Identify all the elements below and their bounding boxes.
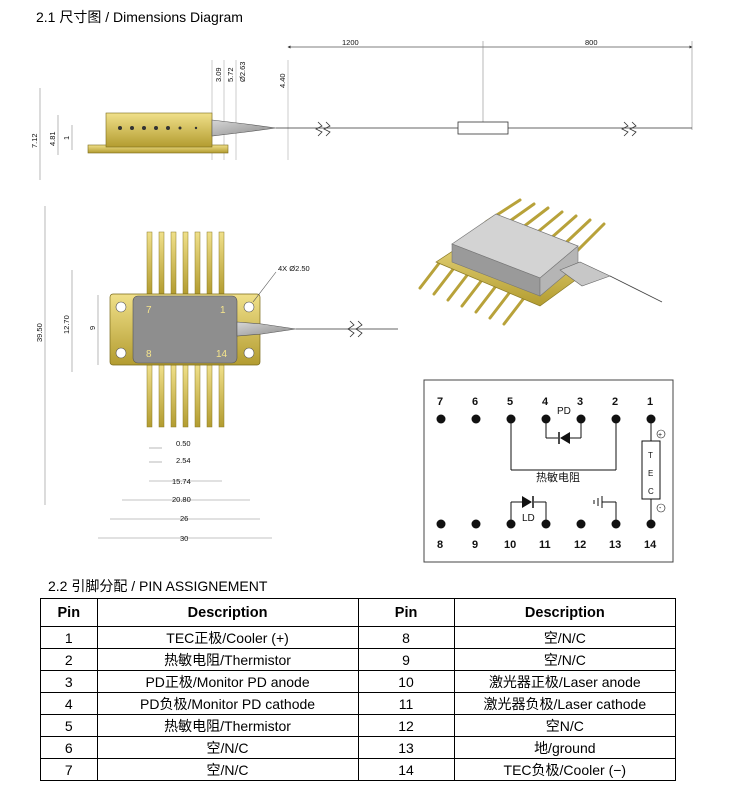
schematic-bottom-pin-13: 13	[609, 539, 621, 551]
table-cell: 3	[40, 670, 98, 693]
table-cell: 11	[357, 692, 455, 715]
table-cell: 13	[357, 736, 455, 759]
fiber-length-800: 800	[585, 38, 598, 47]
schematic-bottom-pin-10: 10	[504, 539, 516, 551]
table-cell: 10	[357, 670, 455, 693]
table-cell: 空/N/C	[453, 648, 677, 671]
header-pin-right: Pin	[357, 598, 455, 627]
dim-9: 9	[88, 326, 97, 330]
top-view-pin-7: 7	[146, 305, 152, 316]
dim-7-12: 7.12	[30, 133, 39, 148]
pin-assignment-heading: 2.2 引脚分配 / PIN ASSIGNEMENT	[48, 578, 268, 594]
tec-plus: +	[658, 432, 662, 439]
table-row: 5 热敏电阻/Thermistor 12 空N/C	[40, 714, 677, 737]
dim-4-40: 4.40	[278, 73, 287, 88]
pin-assignment-table: Pin Description Pin Description 1 TEC正极/…	[40, 598, 677, 781]
header-pin-left: Pin	[40, 598, 98, 627]
table-cell: PD正极/Monitor PD anode	[96, 670, 359, 693]
top-view-drawing: 39.50 12.70 9 7 1 8 14	[35, 206, 398, 543]
table-cell: 地/ground	[453, 736, 677, 759]
table-header-row: Pin Description Pin Description	[40, 598, 677, 627]
schematic-top-pin-5: 5	[507, 396, 513, 408]
table-row: 3 PD正极/Monitor PD anode 10 激光器正极/Laser a…	[40, 670, 677, 693]
schematic-top-pin-4: 4	[542, 396, 549, 408]
table-row: 1 TEC正极/Cooler (+) 8 空/N/C	[40, 626, 677, 649]
table-cell: 8	[357, 626, 455, 649]
schematic-top-pin-7: 7	[437, 396, 443, 408]
table-cell: 激光器正极/Laser anode	[453, 670, 677, 693]
top-view-pin-14: 14	[216, 349, 228, 360]
schematic-bottom-pin-14: 14	[644, 539, 657, 551]
schematic-bottom-pin-12: 12	[574, 539, 586, 551]
table-cell: 4	[40, 692, 98, 715]
dim-2-54: 2.54	[176, 456, 191, 465]
table-cell: 12	[357, 714, 455, 737]
fiber-length-1200: 1200	[342, 38, 359, 47]
hole-note: 4X Ø2.50	[278, 264, 310, 273]
dimensions-heading: 2.1 尺寸图 / Dimensions Diagram	[36, 9, 243, 25]
schematic-top-pin-6: 6	[472, 396, 478, 408]
schematic-bottom-pin-9: 9	[472, 539, 478, 551]
table-cell: 空/N/C	[96, 758, 359, 781]
table-cell: 1	[40, 626, 98, 649]
top-view-pin-1: 1	[220, 305, 226, 316]
dim-0-50: 0.50	[176, 439, 191, 448]
schematic-top-pin-1: 1	[647, 396, 653, 408]
pd-label: PD	[557, 406, 571, 417]
header-description-right: Description	[453, 598, 677, 627]
schematic-top-pin-3: 3	[577, 396, 583, 408]
table-cell: 激光器负极/Laser cathode	[453, 692, 677, 715]
tec-letter-c: C	[648, 487, 654, 496]
dim-3-09: 3.09	[214, 67, 223, 82]
table-cell: 热敏电阻/Thermistor	[96, 714, 359, 737]
dim-1: 1	[62, 136, 71, 140]
table-cell: 14	[357, 758, 455, 781]
table-row: 2 热敏电阻/Thermistor 9 空/N/C	[40, 648, 677, 671]
table-cell: 空N/C	[453, 714, 677, 737]
dim-2-63: Ø2.63	[238, 62, 247, 82]
table-row: 7 空/N/C 14 TEC负极/Cooler (−)	[40, 758, 677, 781]
dim-26: 26	[180, 514, 188, 523]
pin-schematic: 7 6 5 4 3 2 1 PD 热敏电阻	[423, 379, 674, 563]
package-3d-render	[418, 198, 663, 326]
table-cell: 9	[357, 648, 455, 671]
table-cell: TEC正极/Cooler (+)	[96, 626, 359, 649]
schematic-bottom-pin-11: 11	[539, 539, 551, 551]
table-cell: 空/N/C	[453, 626, 677, 649]
ld-label: LD	[522, 513, 535, 524]
schematic-top-pin-2: 2	[612, 396, 618, 408]
table-cell: 空/N/C	[96, 736, 359, 759]
thermistor-label: 热敏电阻	[536, 470, 580, 484]
table-cell: 6	[40, 736, 98, 759]
dim-5-72: 5.72	[226, 67, 235, 82]
table-cell: 5	[40, 714, 98, 737]
schematic-bottom-pin-8: 8	[437, 539, 443, 551]
tec-minus: -	[659, 505, 662, 512]
dim-20-80: 20.80	[172, 495, 191, 504]
table-row: 4 PD负极/Monitor PD cathode 11 激光器负极/Laser…	[40, 692, 677, 715]
dim-4-81: 4.81	[48, 131, 57, 146]
table-cell: 2	[40, 648, 98, 671]
dim-12-70: 12.70	[62, 315, 71, 334]
side-view-drawing: 1200 800 3.09 5.72 Ø2.63 4.40 7.12 4.81 …	[30, 38, 693, 180]
table-cell: 7	[40, 758, 98, 781]
table-cell: PD负极/Monitor PD cathode	[96, 692, 359, 715]
top-view-pin-8: 8	[146, 349, 152, 360]
dim-39-50: 39.50	[35, 323, 44, 342]
table-cell: TEC负极/Cooler (−)	[453, 758, 677, 781]
dim-30: 30	[180, 534, 188, 543]
tec-letter-t: T	[648, 451, 653, 460]
header-description-left: Description	[96, 598, 359, 627]
table-cell: 热敏电阻/Thermistor	[96, 648, 359, 671]
dim-15-74: 15.74	[172, 477, 191, 486]
table-row: 6 空/N/C 13 地/ground	[40, 736, 677, 759]
tec-letter-e: E	[648, 469, 653, 478]
